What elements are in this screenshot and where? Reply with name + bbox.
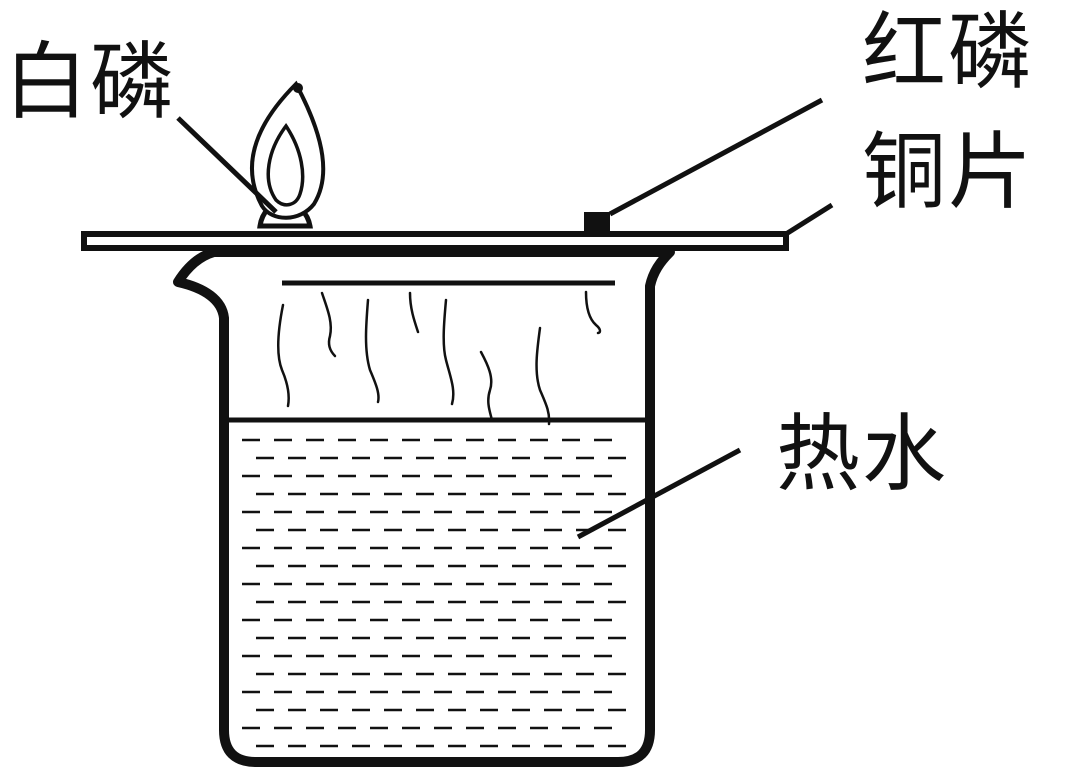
leader-line-hot-water: [576, 447, 742, 540]
red-phosphorus-block: [584, 212, 610, 234]
steam-wisps: [277, 290, 602, 426]
flame-inner: [266, 122, 305, 207]
hot-water-label: 热水: [776, 405, 949, 503]
steam-wisp: [584, 290, 602, 335]
steam-wisp: [364, 298, 380, 404]
steam-wisp: [408, 291, 420, 334]
leader-line-red-phosphorus: [608, 97, 824, 217]
white-phosphorus-label: 白磷: [4, 33, 177, 131]
steam-wisp: [442, 298, 455, 406]
steam-wisp: [479, 350, 494, 422]
copper-sheet-label: 铜片: [862, 123, 1035, 221]
leader-line-copper-sheet: [784, 202, 834, 237]
flame-tip: [293, 83, 303, 93]
steam-wisp: [277, 303, 290, 408]
beaker-outline: [173, 247, 675, 767]
hot-water-dashes: [242, 438, 626, 748]
red-phosphorus-label: 红磷: [862, 3, 1035, 101]
leader-line-white-phosphorus: [176, 116, 278, 214]
copper-sheet: [81, 231, 789, 251]
steam-wisp: [535, 326, 551, 426]
steam-wisp: [320, 291, 337, 358]
